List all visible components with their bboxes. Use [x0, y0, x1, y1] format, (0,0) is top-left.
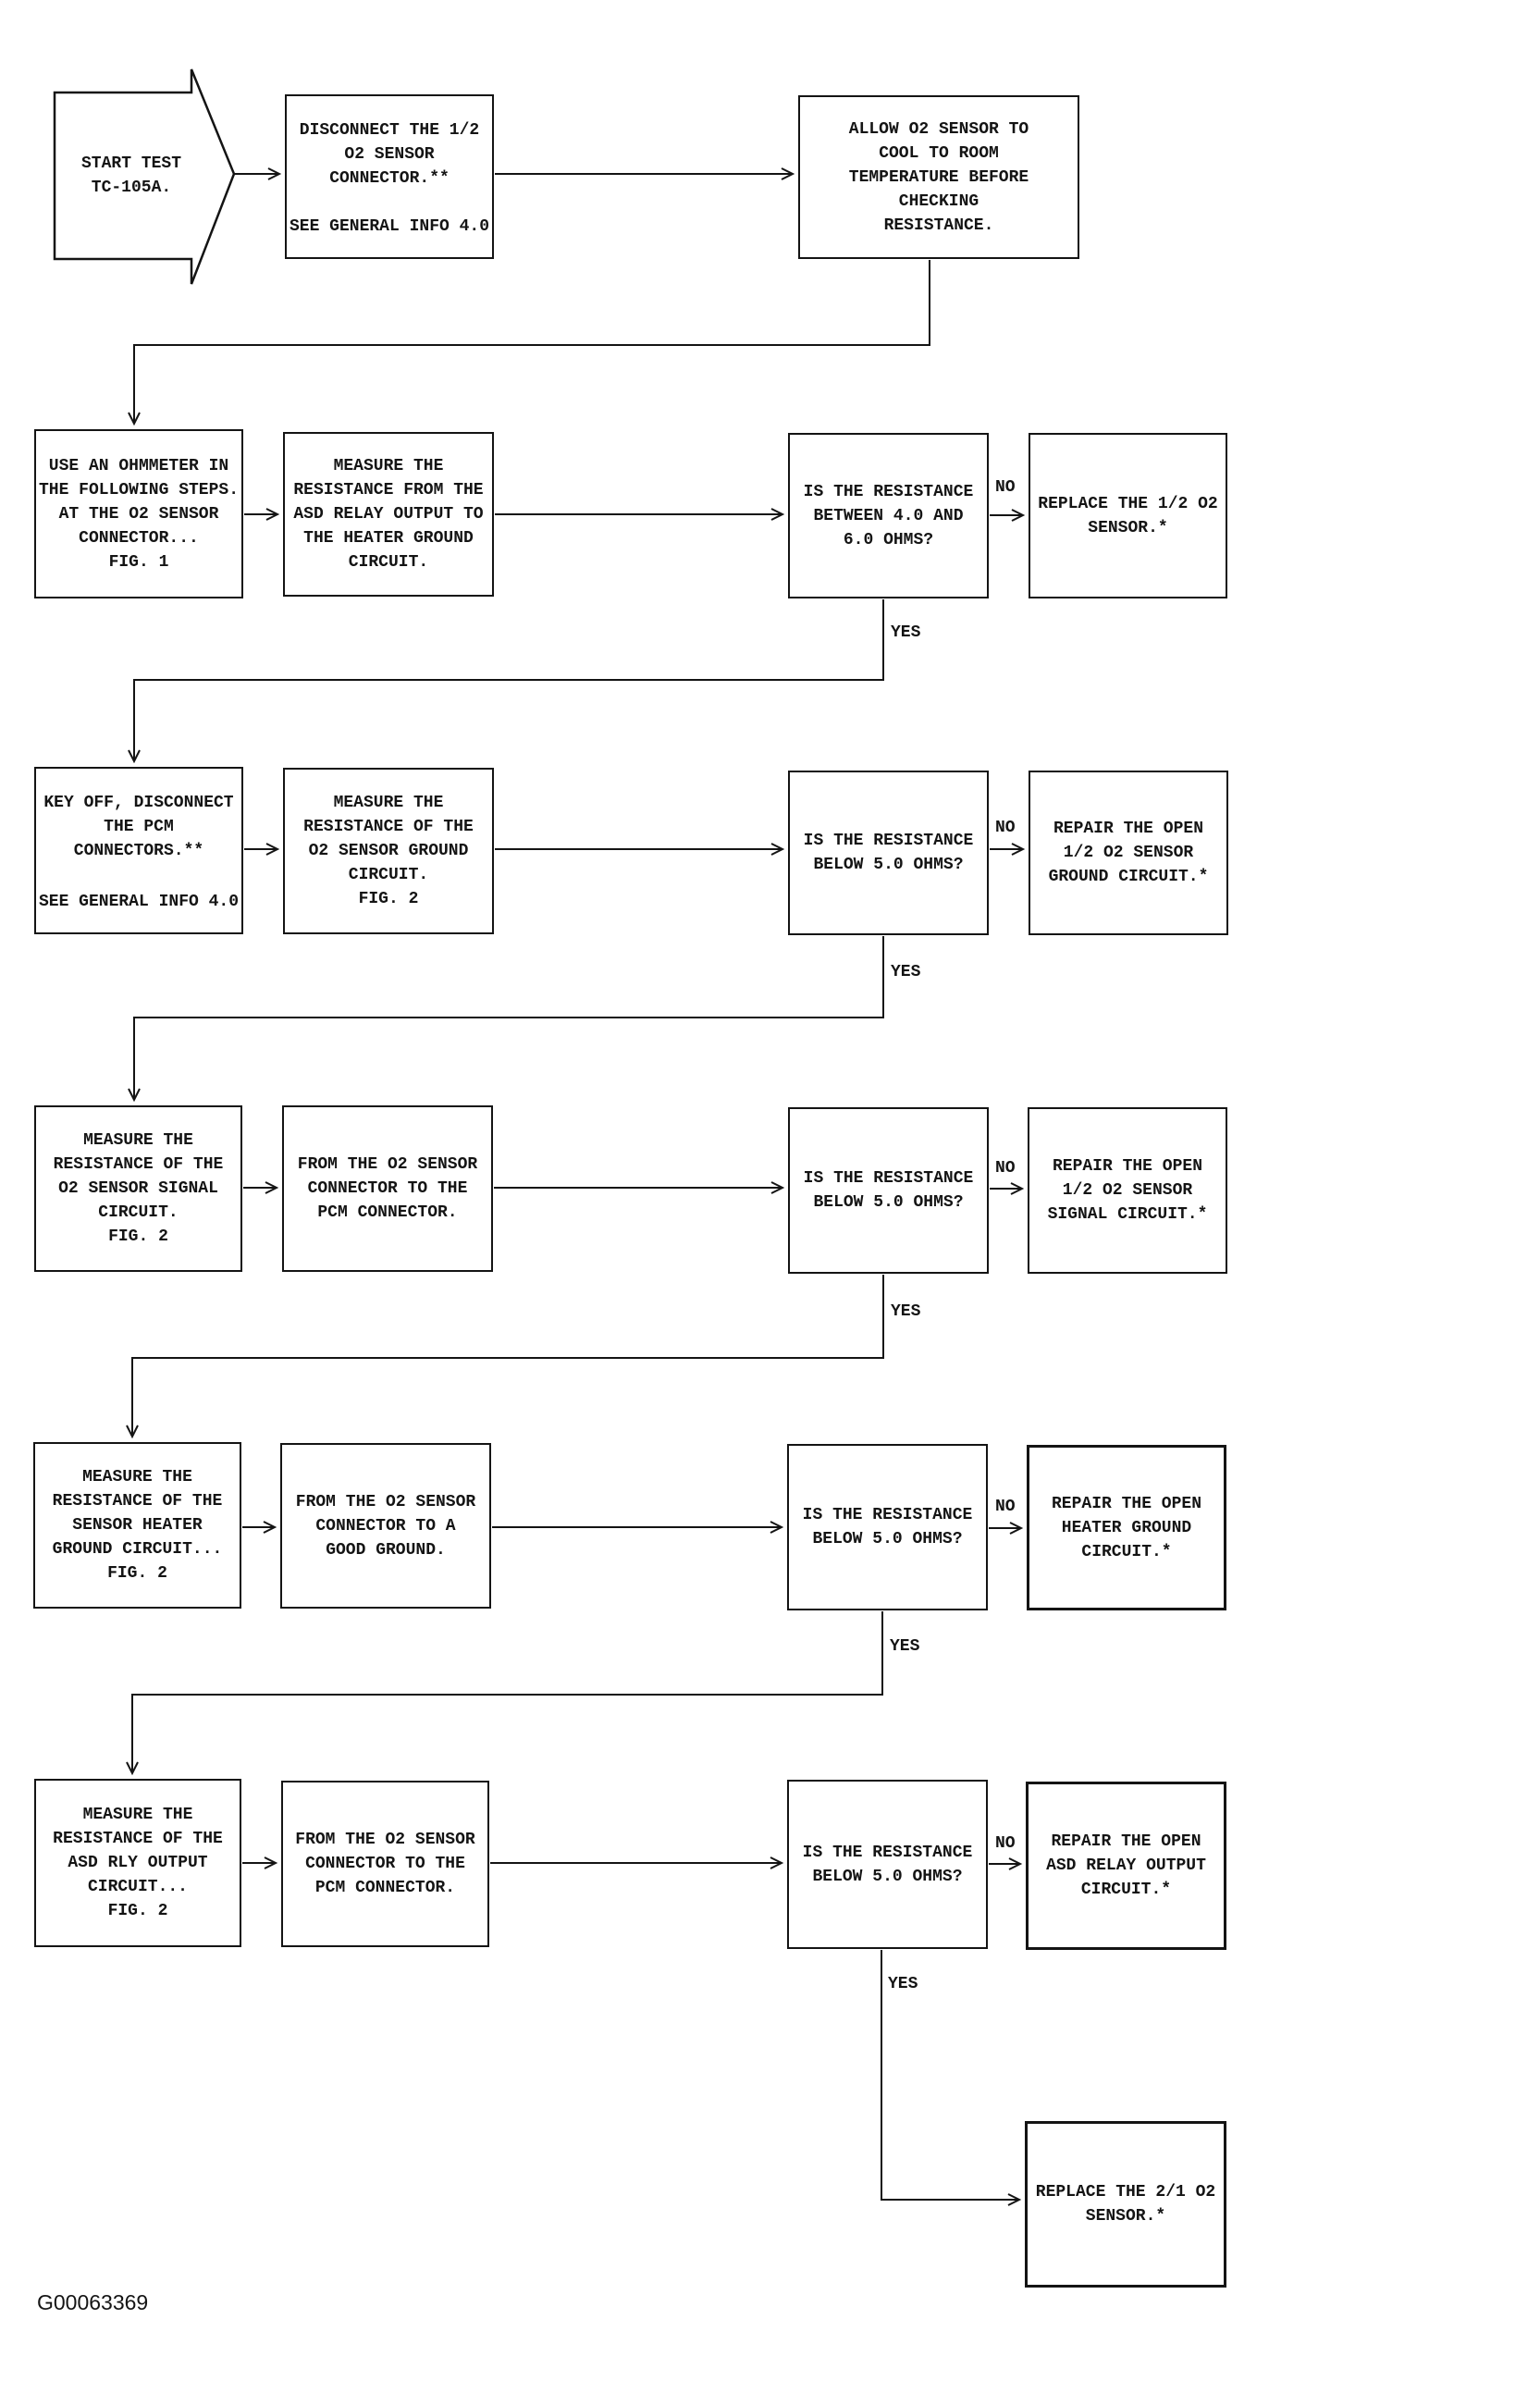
box-measure-asd-to-heater: MEASURE THE RESISTANCE FROM THE ASD RELA…	[283, 432, 494, 597]
box-repair-open-heater-ground: REPAIR THE OPEN HEATER GROUND CIRCUIT.*	[1027, 1445, 1226, 1610]
box-footer-text: SEE GENERAL INFO 4.0	[38, 893, 240, 911]
connector-q3-yes	[126, 1275, 884, 1439]
yes-label-q5: YES	[888, 1975, 918, 1993]
box-main-text: KEY OFF, DISCONNECT THE PCM CONNECTORS.*…	[43, 794, 234, 860]
decision-asd-below-5-ohms: IS THE RESISTANCE BELOW 5.0 OHMS?	[787, 1780, 988, 1949]
yes-label-q4: YES	[890, 1637, 920, 1656]
box-asd-output-path: FROM THE O2 SENSOR CONNECTOR TO THE PCM …	[281, 1781, 489, 1947]
decision-heater-below-5-ohms: IS THE RESISTANCE BELOW 5.0 OHMS?	[787, 1444, 988, 1610]
box-main-text: DISCONNECT THE 1/2 O2 SENSOR CONNECTOR.*…	[299, 121, 480, 188]
connector-q4-yes	[126, 1611, 883, 1776]
no-label-q4: NO	[995, 1498, 1016, 1516]
yes-label-q3: YES	[891, 1302, 921, 1321]
box-measure-signal-circuit: MEASURE THE RESISTANCE OF THE O2 SENSOR …	[34, 1105, 242, 1272]
connector-cool-to-ohmmeter	[128, 260, 930, 426]
connector-q2-yes	[128, 936, 884, 1103]
box-measure-asd-rly-output: MEASURE THE RESISTANCE OF THE ASD RLY OU…	[34, 1779, 241, 1947]
no-label-q2: NO	[995, 819, 1016, 837]
start-arrow-shape	[53, 68, 236, 285]
no-label-q5: NO	[995, 1834, 1016, 1853]
box-key-off-disconnect-pcm: KEY OFF, DISCONNECT THE PCM CONNECTORS.*…	[34, 767, 243, 934]
yes-label-q1: YES	[891, 623, 921, 642]
box-allow-sensor-cool: ALLOW O2 SENSOR TO COOL TO ROOM TEMPERAT…	[798, 95, 1079, 259]
box-signal-path-pcm-connector: FROM THE O2 SENSOR CONNECTOR TO THE PCM …	[282, 1105, 493, 1272]
box-use-ohmmeter: USE AN OHMMETER IN THE FOLLOWING STEPS. …	[34, 429, 243, 598]
box-repair-open-ground-circuit: REPAIR THE OPEN 1/2 O2 SENSOR GROUND CIR…	[1029, 771, 1228, 935]
box-measure-o2-ground-circuit: MEASURE THE RESISTANCE OF THE O2 SENSOR …	[283, 768, 494, 934]
decision-resistance-4-to-6-ohms: IS THE RESISTANCE BETWEEN 4.0 AND 6.0 OH…	[788, 433, 989, 598]
node-start-test: START TEST TC-105A.	[80, 154, 182, 197]
decision-ground-below-5-ohms: IS THE RESISTANCE BELOW 5.0 OHMS?	[788, 771, 989, 935]
box-heater-ground-path: FROM THE O2 SENSOR CONNECTOR TO A GOOD G…	[280, 1443, 491, 1609]
box-measure-heater-ground: MEASURE THE RESISTANCE OF THE SENSOR HEA…	[33, 1442, 241, 1609]
box-replace-1-2-o2-sensor: REPLACE THE 1/2 O2 SENSOR.*	[1029, 433, 1227, 598]
connector-q5-yes	[881, 1950, 1022, 2206]
box-footer-text: SEE GENERAL INFO 4.0	[289, 217, 490, 236]
figure-id: G00063369	[37, 2290, 149, 2314]
box-repair-open-asd-output: REPAIR THE OPEN ASD RELAY OUTPUT CIRCUIT…	[1026, 1782, 1226, 1950]
box-repair-open-signal-circuit: REPAIR THE OPEN 1/2 O2 SENSOR SIGNAL CIR…	[1028, 1107, 1227, 1274]
box-disconnect-o2-connector: DISCONNECT THE 1/2 O2 SENSOR CONNECTOR.*…	[285, 94, 494, 259]
decision-signal-below-5-ohms: IS THE RESISTANCE BELOW 5.0 OHMS?	[788, 1107, 989, 1274]
no-label-q1: NO	[995, 478, 1016, 497]
no-label-q3: NO	[995, 1159, 1016, 1178]
yes-label-q2: YES	[891, 963, 921, 981]
connector-q1-yes	[128, 599, 884, 764]
box-replace-2-1-o2-sensor: REPLACE THE 2/1 O2 SENSOR.*	[1025, 2121, 1226, 2288]
